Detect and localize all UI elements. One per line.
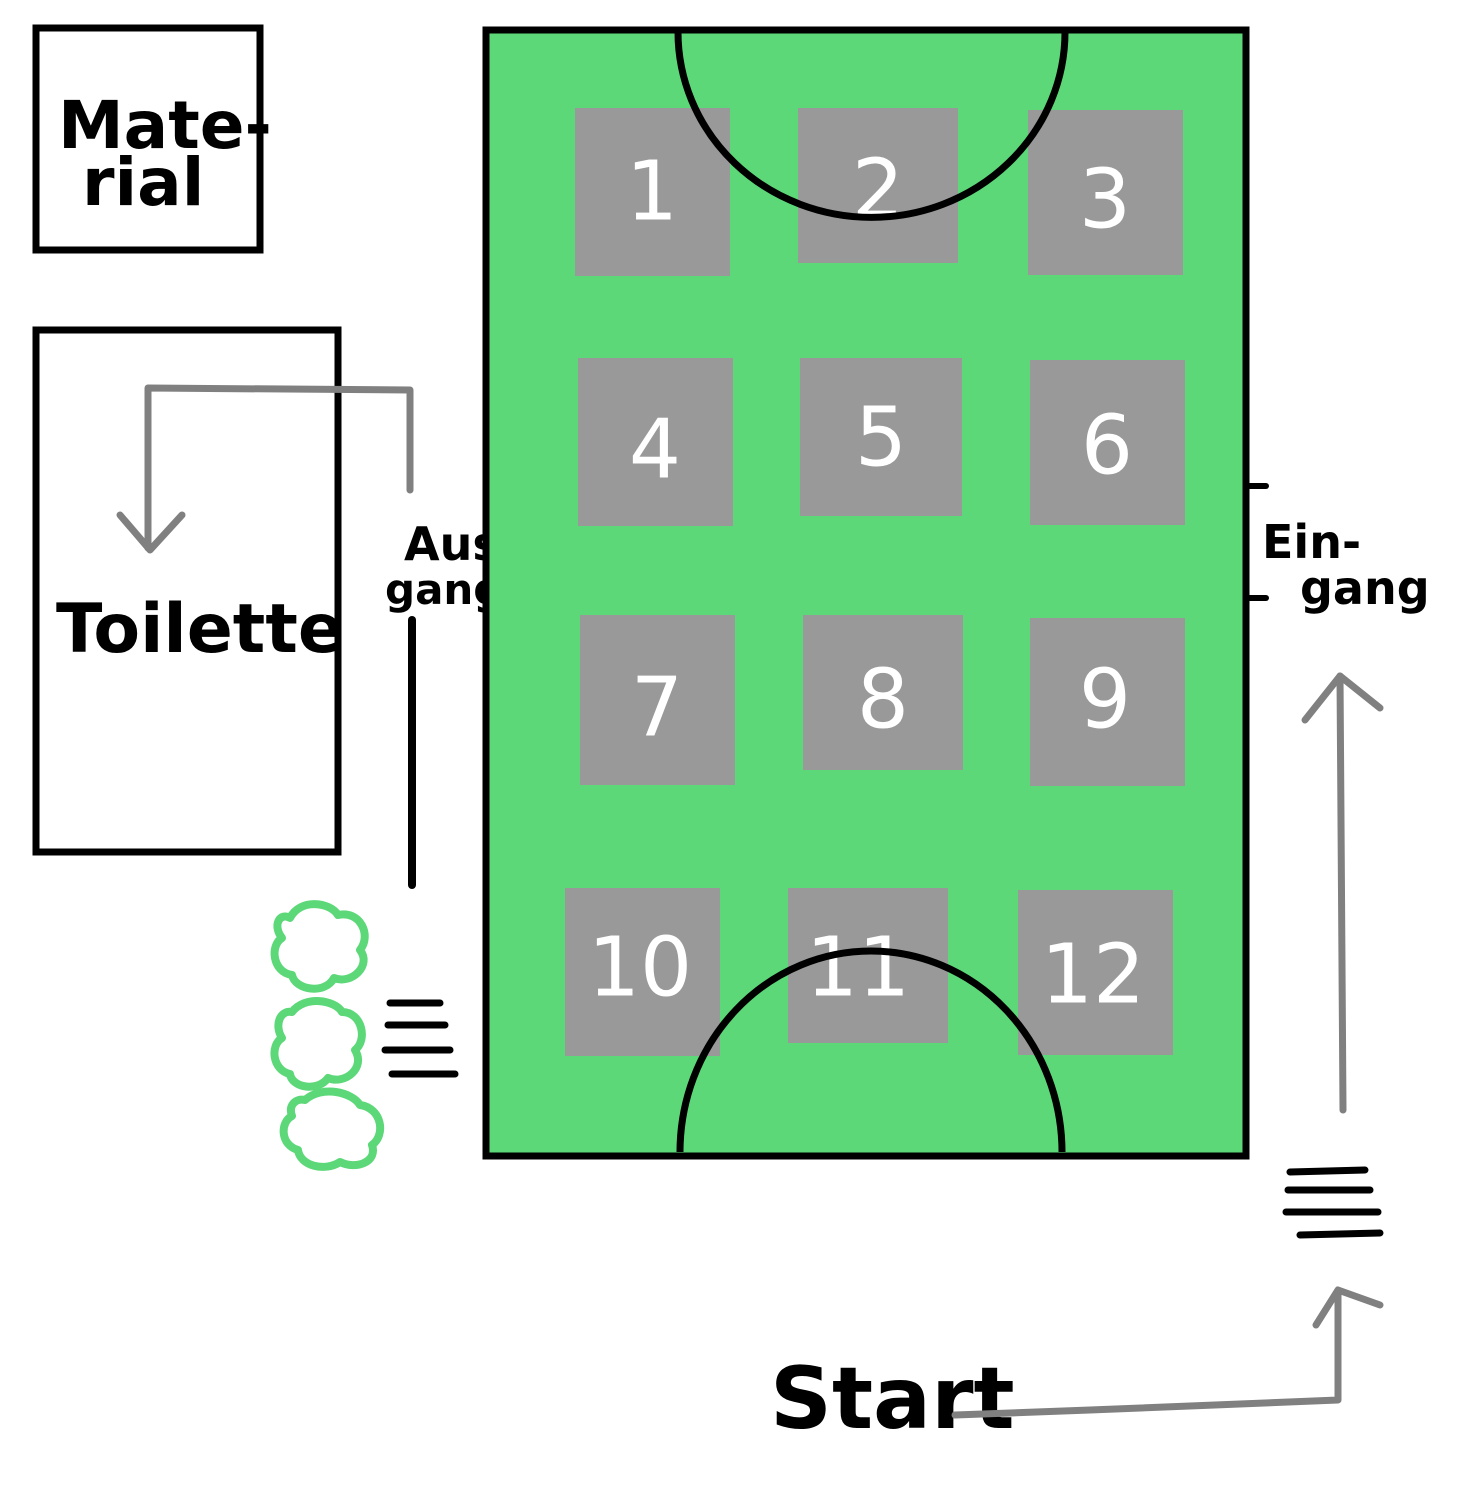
station-box — [800, 358, 962, 516]
station-number: 10 — [588, 921, 692, 1016]
station-8: 8 — [803, 615, 963, 770]
station-number: 5 — [855, 391, 907, 486]
toilet-arrow-head — [116, 511, 186, 554]
station-box — [1018, 890, 1173, 1055]
bush-icon — [270, 997, 366, 1091]
station-number: 12 — [1041, 928, 1145, 1023]
top-goal-area-arc — [674, 31, 1069, 221]
station-number: 3 — [1079, 153, 1131, 248]
toilet-room-outline — [32, 326, 342, 856]
station-number: 8 — [857, 653, 909, 748]
station-7: 7 — [580, 615, 735, 785]
start-arrow — [951, 1286, 1384, 1419]
entrance-arrow-line — [1336, 672, 1347, 1114]
bush-icon — [279, 1087, 384, 1171]
station-1: 1 — [575, 108, 730, 276]
station-number: 1 — [626, 145, 678, 240]
station-box — [1030, 360, 1185, 525]
eingang-label-line2: gang — [1300, 561, 1430, 615]
bush-icon — [270, 900, 369, 993]
start-path-line — [951, 1288, 1342, 1419]
entrance-arrow — [1301, 672, 1384, 1114]
station-10: 10 — [565, 888, 720, 1056]
station-11: 11 — [788, 888, 948, 1043]
station-number: 6 — [1081, 399, 1133, 494]
start-arrow-head — [1312, 1286, 1384, 1329]
station-5: 5 — [800, 358, 962, 516]
station-box — [580, 615, 735, 785]
playing-field: 1 2 3 4 5 6 — [482, 26, 1250, 1160]
material-label-line2: rial — [82, 144, 204, 221]
start-label: Start — [770, 1349, 1015, 1449]
station-box — [803, 615, 963, 770]
station-box — [575, 108, 730, 276]
station-number: 7 — [631, 661, 683, 756]
toilette-label: Toilette — [56, 590, 344, 669]
station-box — [788, 888, 948, 1043]
station-number: 4 — [629, 403, 681, 498]
station-number: 9 — [1079, 653, 1131, 748]
station-4: 4 — [578, 358, 733, 526]
bench-icon-entrance — [1282, 1166, 1384, 1239]
station-box — [1030, 618, 1185, 786]
toilet-path-line — [144, 384, 414, 552]
station-2: 2 — [798, 108, 958, 263]
material-label-line1: Mate- — [58, 87, 272, 164]
eingang-label-line1: Ein- — [1262, 515, 1361, 569]
toilet-room: Toilette — [32, 326, 344, 856]
station-box — [565, 888, 720, 1056]
station-number: 2 — [852, 143, 904, 238]
station-3: 3 — [1028, 110, 1183, 275]
station-box — [1028, 110, 1183, 275]
material-room: Mate- rial — [32, 24, 272, 254]
station-9: 9 — [1030, 618, 1185, 786]
material-room-outline — [32, 24, 264, 254]
toilet-path-arrow — [116, 384, 414, 554]
stations: 1 2 3 4 5 6 — [565, 108, 1185, 1056]
station-12: 12 — [1018, 890, 1173, 1055]
station-box — [578, 358, 733, 526]
entrance-arrow-head — [1301, 672, 1384, 724]
bench-icon-exit — [381, 999, 459, 1078]
bottom-goal-area-arc — [676, 947, 1066, 1153]
station-6: 6 — [1030, 360, 1185, 525]
station-box — [798, 108, 958, 263]
bush-icons — [270, 900, 384, 1171]
station-number: 11 — [806, 921, 910, 1016]
